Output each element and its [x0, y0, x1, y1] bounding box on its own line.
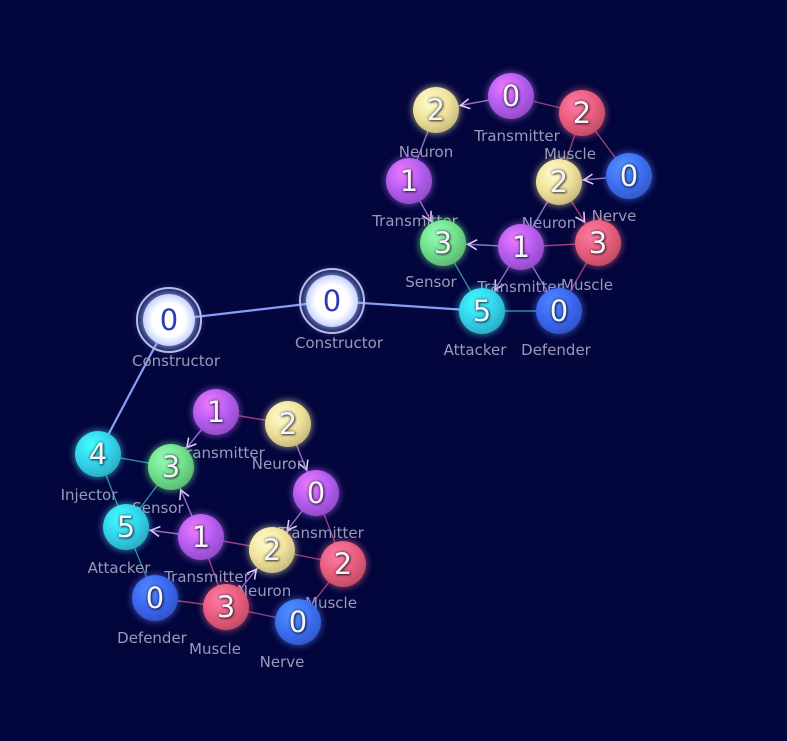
- node-value: 3: [161, 449, 181, 484]
- node-transmitter[interactable]: 0: [488, 73, 534, 119]
- arrow-a8-a7: [466, 239, 478, 251]
- node-value: 0: [306, 475, 326, 510]
- arrow-b2-b5: [298, 459, 309, 472]
- node-defender[interactable]: 0: [132, 575, 178, 621]
- node-sensor[interactable]: 3: [148, 444, 194, 490]
- arrow-a8-a10: [494, 279, 505, 292]
- node-value: 2: [549, 164, 569, 199]
- node-value: 1: [191, 519, 211, 554]
- node-neuron[interactable]: 2: [249, 527, 295, 573]
- node-transmitter[interactable]: 1: [498, 224, 544, 270]
- arrow-b1-b4: [185, 437, 197, 449]
- node-value: 0: [549, 293, 569, 328]
- node-transmitter[interactable]: 1: [178, 514, 224, 560]
- node-nerve[interactable]: 0: [606, 153, 652, 199]
- node-value: 0: [159, 302, 179, 337]
- node-value: 2: [572, 95, 592, 130]
- node-value: 0: [501, 78, 521, 113]
- node-value: 1: [399, 163, 419, 198]
- node-value: 2: [426, 92, 446, 127]
- node-neuron[interactable]: 2: [536, 159, 582, 205]
- node-value: 1: [511, 229, 531, 264]
- arrow-a4-a7: [421, 210, 432, 223]
- node-injector[interactable]: 4: [75, 431, 121, 477]
- node-value: 0: [322, 283, 342, 318]
- node-value: 2: [262, 532, 282, 567]
- node-muscle[interactable]: 3: [203, 584, 249, 630]
- node-muscle[interactable]: 3: [575, 220, 621, 266]
- node-value: 0: [619, 158, 639, 193]
- node-muscle[interactable]: 2: [320, 541, 366, 587]
- node-value: 5: [472, 293, 492, 328]
- node-nerve[interactable]: 0: [275, 599, 321, 645]
- node-value: 0: [288, 604, 308, 639]
- arrow-b7-b4: [179, 488, 190, 501]
- arrow-b5-b8: [286, 519, 298, 532]
- arrow-a2-a1: [458, 98, 471, 110]
- node-attacker[interactable]: 5: [459, 288, 505, 334]
- node-transmitter[interactable]: 0: [293, 470, 339, 516]
- node-sensor[interactable]: 3: [420, 220, 466, 266]
- node-muscle[interactable]: 2: [559, 90, 605, 136]
- node-value: 3: [588, 225, 608, 260]
- connection-c1-c2: [168, 299, 333, 322]
- node-value: 2: [278, 406, 298, 441]
- node-defender[interactable]: 0: [536, 288, 582, 334]
- node-value: 4: [88, 436, 108, 471]
- node-transmitter[interactable]: 1: [193, 389, 239, 435]
- arrow-a5-a9: [575, 211, 586, 224]
- node-value: 0: [145, 580, 165, 615]
- node-neuron[interactable]: 2: [265, 401, 311, 447]
- node-value: 3: [433, 225, 453, 260]
- node-value: 5: [116, 509, 136, 544]
- node-value: 2: [333, 546, 353, 581]
- node-constructor[interactable]: 0: [143, 294, 195, 346]
- node-neuron[interactable]: 2: [413, 87, 459, 133]
- node-value: 1: [206, 394, 226, 429]
- node-attacker[interactable]: 5: [103, 504, 149, 550]
- arrow-b11-b8: [246, 568, 258, 580]
- node-constructor[interactable]: 0: [306, 275, 358, 327]
- node-value: 3: [216, 589, 236, 624]
- arrow-a6-a5: [582, 173, 594, 185]
- node-transmitter[interactable]: 1: [386, 158, 432, 204]
- arrow-b7-b6: [149, 525, 161, 538]
